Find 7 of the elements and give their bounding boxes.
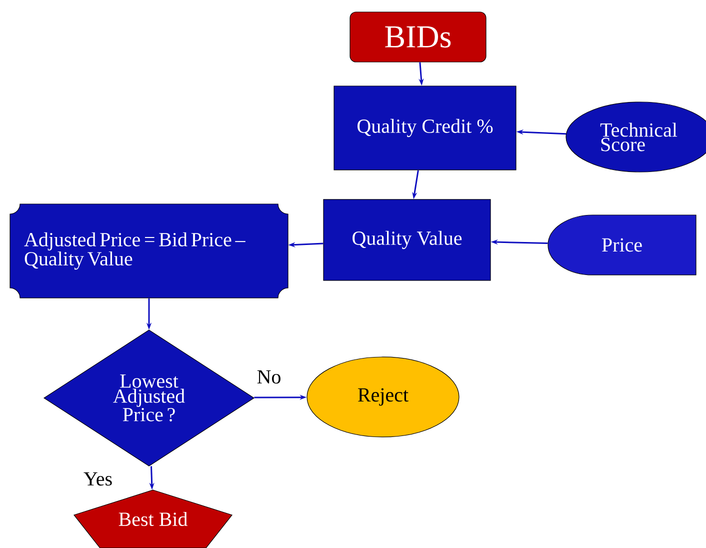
edge-label: No: [256, 369, 282, 385]
process-box: Quality Value: [323, 199, 491, 281]
end-pentagon: Best Bid: [74, 490, 233, 548]
process-box: Adjusted Price = Bid Price – Quality Value: [10, 204, 288, 298]
edge-label: Yes: [82, 471, 114, 487]
start-box: BIDs: [350, 12, 486, 62]
process-box: Quality Credit %: [334, 86, 516, 170]
